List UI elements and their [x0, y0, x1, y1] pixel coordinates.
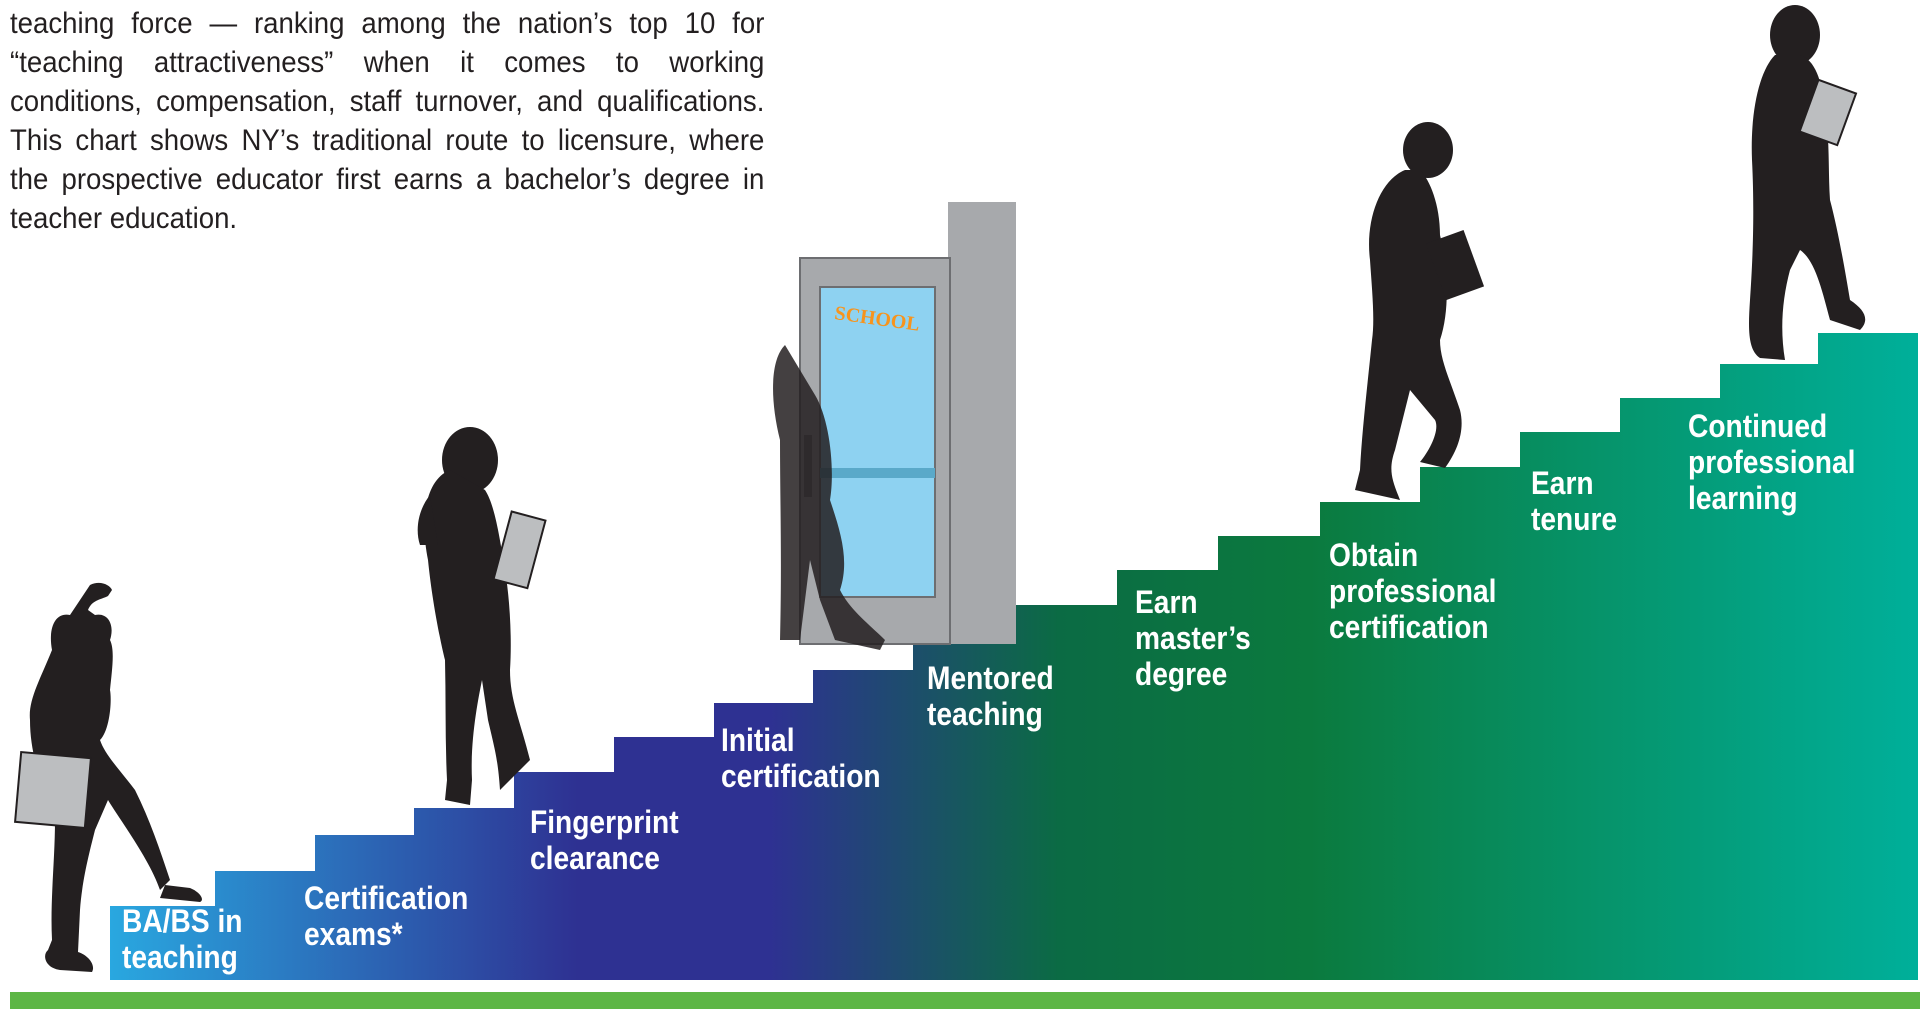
step-continued-learning-line1: Continued — [1688, 408, 1828, 444]
step-masters-degree: Earn master’s degree — [1135, 584, 1251, 692]
step-ba-bs-line2: teaching — [122, 939, 238, 975]
step-initial-certification: Initial certification — [721, 722, 881, 794]
step-certification-exams-line2: exams* — [304, 916, 403, 952]
step-mentored-teaching-line2: teaching — [927, 696, 1043, 732]
step-masters-degree-line1: Earn — [1135, 584, 1198, 620]
step-continued-learning: Continued professional learning — [1688, 408, 1855, 516]
intro-text: teaching force — ranking among the natio… — [10, 7, 765, 235]
step-fingerprint-clearance: Fingerprint clearance — [530, 804, 679, 876]
step-professional-certification-line2: professional — [1329, 573, 1497, 609]
step-professional-certification: Obtain professional certification — [1329, 537, 1496, 645]
step-mentored-teaching-line1: Mentored — [927, 660, 1054, 696]
step-fingerprint-clearance-line2: clearance — [530, 840, 660, 876]
step-initial-certification-line1: Initial — [721, 722, 795, 758]
step-professional-certification-line1: Obtain — [1329, 537, 1419, 573]
step-masters-degree-line3: degree — [1135, 656, 1228, 692]
step-ba-bs-line1: BA/BS in — [122, 903, 243, 939]
step-certification-exams-line1: Certification — [304, 880, 469, 916]
step-initial-certification-line2: certification — [721, 758, 881, 794]
stair-steps — [110, 333, 1918, 980]
step-continued-learning-line3: learning — [1688, 480, 1798, 516]
walking-man-icon — [1355, 122, 1485, 500]
step-certification-exams: Certification exams* — [304, 880, 468, 952]
student-silhouette-icon — [13, 582, 202, 972]
step-earn-tenure-line1: Earn — [1531, 465, 1594, 501]
standing-woman-icon — [1749, 5, 1866, 360]
walking-woman-icon — [417, 427, 547, 805]
step-continued-learning-line2: professional — [1688, 444, 1856, 480]
intro-paragraph: teaching force — ranking among the natio… — [10, 4, 764, 238]
step-earn-tenure-line2: tenure — [1531, 501, 1618, 537]
school-door-icon — [773, 202, 1016, 650]
ground-bar — [10, 992, 1920, 1009]
step-masters-degree-line2: master’s — [1135, 620, 1251, 656]
step-mentored-teaching: Mentored teaching — [927, 660, 1054, 732]
step-ba-bs: BA/BS in teaching — [122, 903, 242, 975]
step-fingerprint-clearance-line1: Fingerprint — [530, 804, 679, 840]
step-earn-tenure: Earn tenure — [1531, 465, 1617, 537]
step-professional-certification-line3: certification — [1329, 609, 1489, 645]
